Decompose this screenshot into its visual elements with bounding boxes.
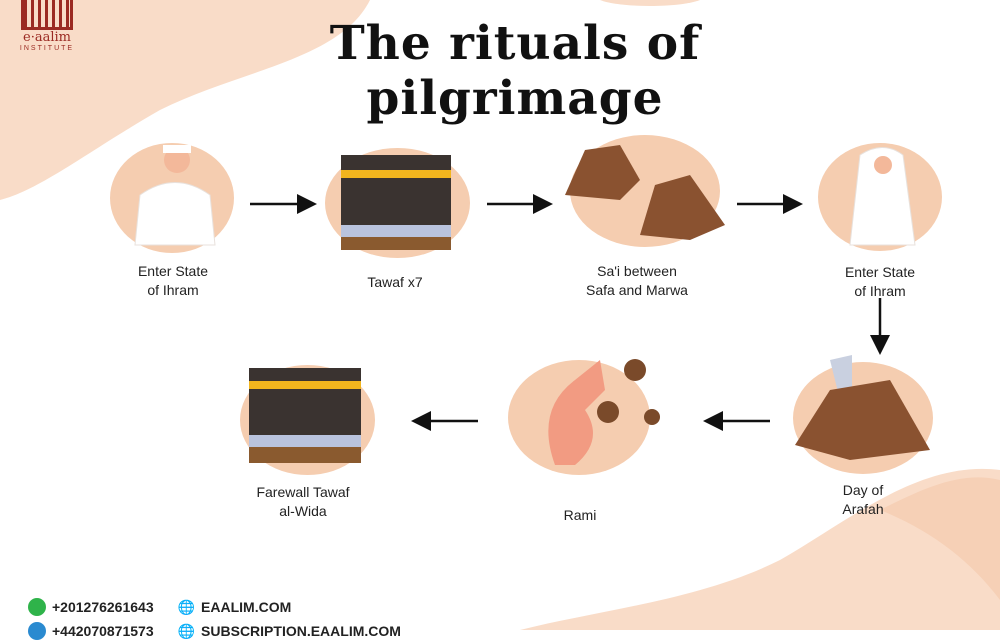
step-2-label: Tawaf x7 (315, 273, 475, 292)
globe-icon: 🌐 (177, 622, 196, 639)
logo-name: e·aalim (23, 30, 71, 45)
eaalim-logo: e·aalim INSTITUTE (12, 0, 82, 52)
page-title: The rituals of pilgrimage (329, 16, 701, 126)
man-ihram-icon (134, 145, 216, 246)
telegram-icon (28, 622, 46, 640)
label-line: of Ihram (854, 283, 906, 299)
woman-ihram-icon (849, 147, 916, 246)
label-line: Safa and Marwa (586, 282, 688, 298)
step-7-label: Farewall Tawaf al-Wida (223, 483, 383, 521)
website-link[interactable]: SUBSCRIPTION.EAALIM.COM (201, 623, 401, 639)
whatsapp-icon (28, 598, 46, 616)
logo-subtitle: INSTITUTE (19, 45, 75, 52)
step-6-label: Rami (500, 506, 660, 525)
label-line: Arafah (842, 501, 884, 517)
step-4-label: Enter State of Ihram (800, 263, 960, 301)
label-line: Tawaf x7 (367, 274, 423, 290)
kaaba-icon (341, 155, 451, 250)
label-line: Enter State (137, 263, 209, 279)
label-line: of Ihram (147, 282, 199, 298)
label-line: Farewall Tawaf (256, 484, 350, 500)
logo-mark (21, 0, 73, 30)
mount-arafah-icon (795, 355, 930, 460)
label-line: Sa'i between (597, 263, 677, 279)
step-1-label: Enter State of Ihram (93, 262, 253, 300)
label-line: Rami (563, 507, 597, 523)
label-line: al-Wida (279, 503, 327, 519)
contact-row-1: +201276261643 🌐 EAALIM.COM (28, 598, 291, 616)
hills-icon (565, 145, 725, 240)
contact-row-2: +442070871573 🌐 SUBSCRIPTION.EAALIM.COM (28, 622, 401, 640)
website-link[interactable]: EAALIM.COM (201, 599, 292, 615)
label-line: Enter State (844, 264, 916, 280)
step-5-label: Day of Arafah (783, 481, 943, 519)
label-line: Day of (842, 482, 884, 498)
phone-number[interactable]: +442070871573 (52, 623, 154, 639)
hand-stones-icon (548, 359, 660, 465)
phone-number[interactable]: +201276261643 (52, 599, 154, 615)
kaaba-icon (249, 368, 361, 463)
globe-icon: 🌐 (177, 598, 196, 615)
